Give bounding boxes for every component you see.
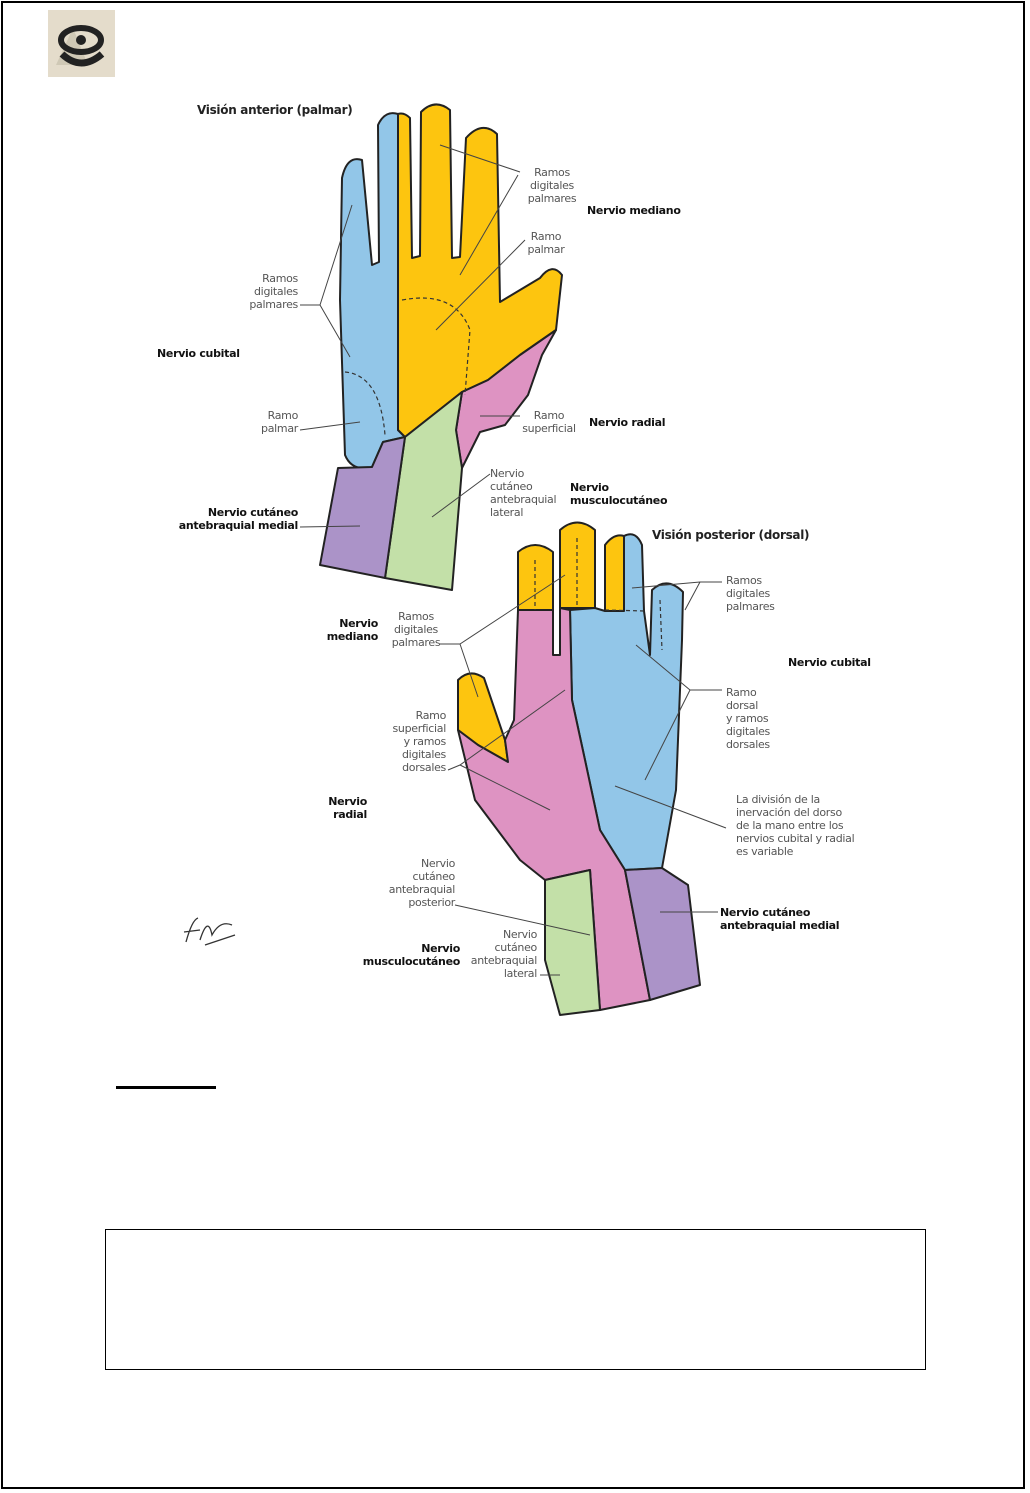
text: Nervio <box>420 857 455 870</box>
posterior-view-title: Visión posterior (dorsal) <box>652 528 810 542</box>
text: musculocutáneo <box>362 955 461 968</box>
eye-logo-icon <box>48 10 115 77</box>
text: es variable <box>736 845 794 858</box>
signature-mark <box>183 917 236 946</box>
label-median-digital-branches: Ramos digitales palmares <box>522 166 582 205</box>
text: inervación del dorso <box>736 806 842 819</box>
text: Nervio <box>502 928 537 941</box>
text: antebraquial <box>490 493 557 506</box>
text: superficial <box>522 422 576 435</box>
text: Nervio cutáneo <box>720 906 811 919</box>
text: lateral <box>490 506 524 519</box>
text: Ramos <box>398 610 434 623</box>
text: digitales <box>394 623 438 636</box>
text: dorsales <box>726 738 770 751</box>
label-post-radial-superficial: Ramo superficial y ramos digitales dorsa… <box>376 709 446 774</box>
text: cutáneo <box>412 870 456 883</box>
label-post-median-nerve: Nervio mediano <box>318 617 379 643</box>
text: digitales <box>402 748 446 761</box>
text: cutáneo <box>490 480 533 493</box>
label-post-lateral-cutaneous: Nervio cutáneo antebraquial lateral <box>465 928 538 980</box>
posterior-lateral-cutaneous-region <box>544 869 601 1016</box>
label-radial-superficial-branch: Ramo superficial <box>518 409 580 435</box>
text: Ramo <box>530 230 562 243</box>
answer-text-box[interactable] <box>105 1229 926 1370</box>
label-medial-cutaneous: Nervio cutáneo antebraquial medial <box>168 506 299 532</box>
label-post-ulnar-digital: Ramos digitales palmares <box>726 574 775 613</box>
text: palmar <box>261 422 298 435</box>
label-musculocutaneous-nerve: Nervio musculocutáneo <box>570 481 668 507</box>
label-post-musculocutaneous: Nervio musculocutáneo <box>360 942 461 968</box>
label-ulnar-nerve: Nervio cubital <box>157 347 240 360</box>
text: y ramos <box>403 735 447 748</box>
text: musculocutáneo <box>570 494 668 507</box>
text: superficial <box>392 722 446 735</box>
label-post-median-digital: Ramos digitales palmares <box>388 610 444 649</box>
label-ulnar-digital-branches: Ramos digitales palmares <box>230 272 298 311</box>
text: y ramos <box>726 712 769 725</box>
label-post-medial-cutaneous: Nervio cutáneo antebraquial medial <box>720 906 840 932</box>
text: Ramo <box>726 686 757 699</box>
hand-innervation-illustration <box>183 103 727 1016</box>
posterior-radial-region <box>457 607 651 1011</box>
text: Nervio <box>570 481 609 494</box>
label-median-palmar-branch: Ramo palmar <box>522 230 570 256</box>
label-post-ulnar-dorsal: Ramo dorsal y ramos digitales dorsales <box>726 686 770 751</box>
anterior-view-title: Visión anterior (palmar) <box>197 103 353 117</box>
text: de la mano entre los <box>736 819 844 832</box>
text: lateral <box>503 967 537 980</box>
text: digitales <box>254 285 298 298</box>
text: La división de la <box>736 793 820 806</box>
text: antebraquial <box>388 883 456 896</box>
text: Nervio <box>339 617 378 630</box>
text: antebraquial medial <box>178 519 299 532</box>
text: Ramo <box>415 709 447 722</box>
text: Ramos <box>534 166 570 179</box>
text: digitales <box>530 179 574 192</box>
text: palmares <box>391 636 441 649</box>
label-lateral-cutaneous: Nervio cutáneo antebraquial lateral <box>490 467 557 519</box>
text: dorsal <box>726 699 758 712</box>
text: dorsales <box>402 761 446 774</box>
text: radial <box>333 808 367 821</box>
text: Ramo <box>533 409 565 422</box>
text: palmar <box>527 243 565 256</box>
label-median-nerve: Nervio mediano <box>587 204 681 217</box>
text: mediano <box>326 630 379 643</box>
posterior-medial-cutaneous-region <box>624 867 701 1001</box>
text: digitales <box>726 725 770 738</box>
anterior-ulnar-region <box>339 112 406 470</box>
text: Nervio <box>328 795 367 808</box>
text: Ramo <box>267 409 299 422</box>
text: palmares <box>726 600 775 613</box>
text: palmares <box>527 192 577 205</box>
label-post-radial-nerve: Nervio radial <box>317 795 367 821</box>
text: Ramos <box>726 574 762 587</box>
label-radial-nerve: Nervio radial <box>589 416 666 429</box>
text: Nervio cutáneo <box>207 506 298 519</box>
text: palmares <box>249 298 298 311</box>
label-ulnar-palmar-branch: Ramo palmar <box>240 409 298 435</box>
label-post-ulnar-nerve: Nervio cubital <box>788 656 871 669</box>
text: cutáneo <box>494 941 538 954</box>
anterior-medial-cutaneous-region <box>319 436 406 579</box>
text: antebraquial medial <box>720 919 840 932</box>
text: Nervio <box>421 942 460 955</box>
text: Ramos <box>262 272 298 285</box>
label-post-posterior-cutaneous: Nervio cutáneo antebraquial posterior <box>380 857 456 909</box>
text: digitales <box>726 587 770 600</box>
posterior-median-region-fingers <box>457 521 625 763</box>
underline-heading-blank <box>116 1086 216 1089</box>
text: nervios cubital y radial <box>736 832 855 845</box>
text: antebraquial <box>470 954 538 967</box>
text: Nervio <box>490 467 525 480</box>
label-variable-note: La división de la inervación del dorso d… <box>736 793 855 858</box>
text: posterior <box>408 896 455 909</box>
